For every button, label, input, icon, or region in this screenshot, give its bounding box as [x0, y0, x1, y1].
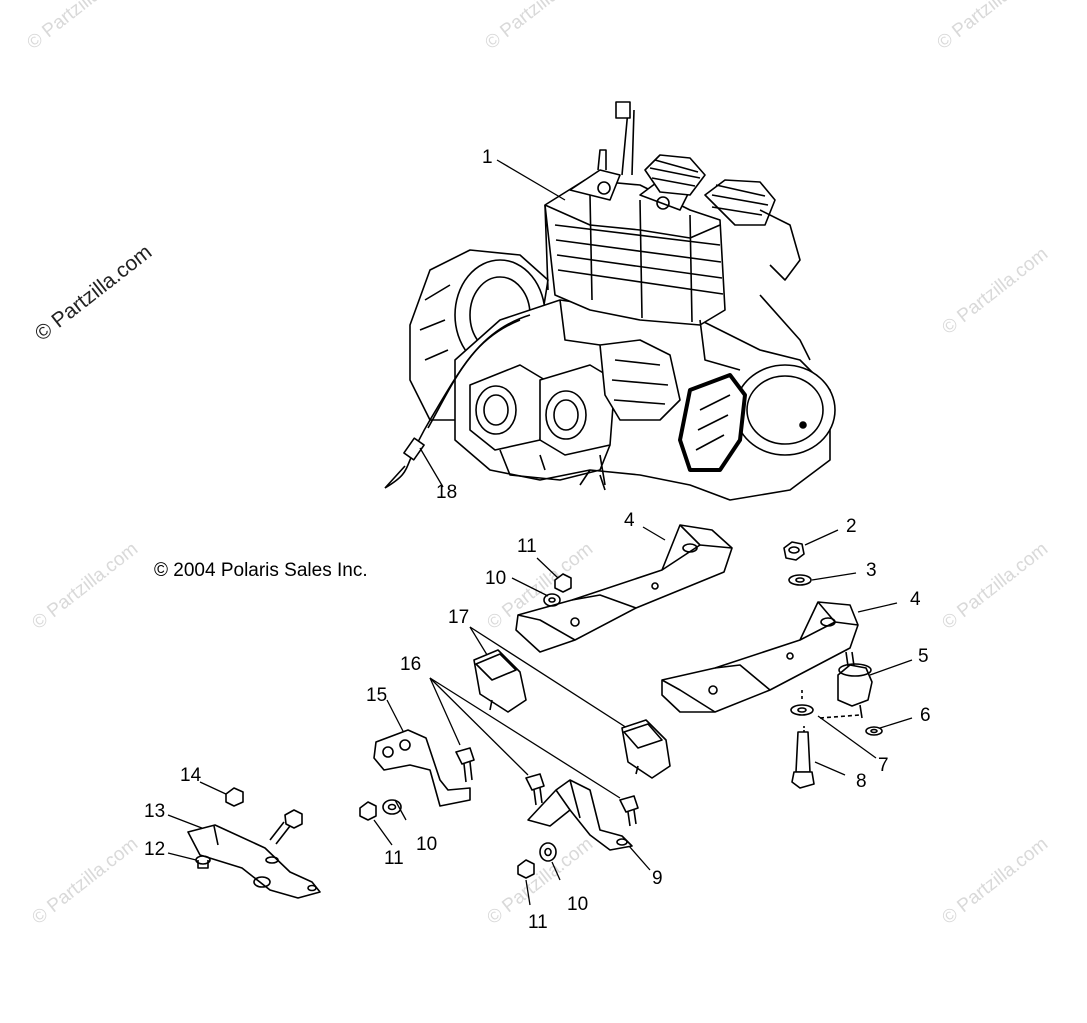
washer-7 [790, 690, 861, 719]
callout-11b: 11 [384, 848, 404, 869]
bolt-16c [619, 795, 639, 827]
callout-4: 4 [624, 510, 635, 531]
callout-8: 8 [856, 771, 867, 792]
callout-leaders [167, 159, 913, 906]
callout-5: 5 [918, 646, 929, 667]
callout-1: 1 [482, 147, 493, 168]
rubber-block-17b [621, 719, 671, 779]
bolt-16b [525, 773, 545, 806]
bolt-16a [455, 747, 475, 783]
engine-mount-bracket-2 [661, 601, 859, 713]
rubber-block-17a [473, 649, 527, 713]
callout-4b: 4 [910, 589, 921, 610]
callout-9: 9 [652, 868, 663, 889]
callout-11a: 11 [517, 536, 537, 557]
washer-10c [543, 593, 561, 607]
callout-10b: 10 [416, 834, 438, 855]
rubber-mount-5 [837, 651, 873, 719]
callout-11c: 11 [528, 912, 548, 933]
cable-end [384, 465, 406, 489]
callout-14: 14 [180, 765, 202, 786]
bracket-9 [527, 779, 633, 851]
callout-13: 13 [144, 801, 166, 822]
nut-11a [359, 801, 377, 821]
nut-2 [783, 541, 805, 561]
callout-7: 7 [878, 755, 889, 776]
bolt-8 [791, 726, 815, 789]
washer-10a [382, 799, 402, 815]
nut-11c [554, 573, 572, 593]
bracket-13 [187, 821, 321, 899]
washer-10b [539, 842, 557, 862]
callout-17: 17 [448, 607, 470, 628]
bracket-15 [373, 729, 471, 807]
callout-10c: 10 [567, 894, 589, 915]
copyright-notice: © 2004 Polaris Sales Inc. [154, 560, 368, 581]
engine-mount-bracket [515, 524, 733, 653]
callout-10a: 10 [485, 568, 507, 589]
callout-16: 16 [400, 654, 422, 675]
engine-assembly [384, 101, 836, 501]
stud-13b [284, 809, 303, 829]
callout-2: 2 [846, 516, 857, 537]
callout-18: 18 [436, 482, 458, 503]
nut-11b [517, 859, 535, 879]
washer-6 [865, 726, 883, 736]
nut-14 [225, 787, 244, 807]
callout-15: 15 [366, 685, 388, 706]
callout-6: 6 [920, 705, 931, 726]
callout-3: 3 [866, 560, 877, 581]
callout-12: 12 [144, 839, 166, 860]
washer-3 [788, 574, 812, 586]
nut-12 [195, 855, 211, 869]
